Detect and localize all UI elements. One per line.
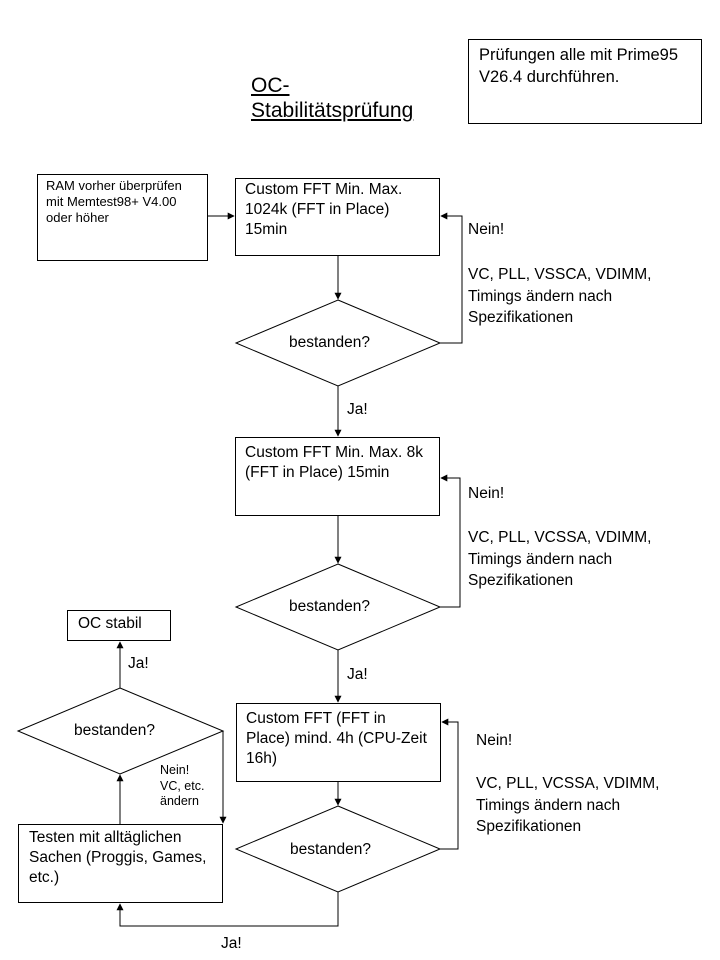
yes-label-3: Ja!	[221, 935, 242, 952]
arrow-decision3-no	[440, 718, 459, 850]
prime95-note-box: Prüfungen alle mit Prime95 V26.4 durchfü…	[468, 39, 702, 124]
final-no-line-2: VC, etc.	[160, 778, 205, 793]
no-label-1: Nein!	[468, 221, 505, 238]
final-no-line-3: ändern	[160, 794, 199, 809]
arrow-decision2-no	[440, 474, 461, 608]
no-action-2-line-1: VC, PLL, VCSSA, VDIMM,	[468, 529, 652, 546]
decision-3-label: bestanden?	[290, 841, 372, 858]
no-action-1-line-3: Spezifikationen	[468, 309, 574, 327]
arrow-decision1-no	[440, 212, 463, 344]
diagram-title: OC- Stabilitätsprüfung	[251, 73, 413, 123]
everyday-test-box: Testen mit alltäglichen Sachen (Proggis,…	[18, 824, 223, 903]
no-action-2: VC, PLL, VCSSA, VDIMM, Timings ändern na…	[468, 527, 651, 592]
oc-stable-box: OC stabil	[67, 610, 171, 641]
no-label-3: Nein!	[476, 732, 513, 749]
final-no-line-1: Nein!	[160, 763, 190, 777]
decision-diamond-4	[16, 687, 225, 775]
ram-check-box: RAM vorher überprüfen mit Memtest98+ V4.…	[37, 174, 208, 261]
no-action-1-line-2: Timings ändern nach	[468, 287, 613, 305]
title-line-2: Stabilitätsprüfung	[251, 99, 414, 123]
no-action-3-line-1: VC, PLL, VCSSA, VDIMM,	[476, 775, 660, 792]
no-action-3-line-2: Timings ändern nach	[476, 796, 621, 814]
no-action-2-line-3: Spezifikationen	[468, 572, 574, 590]
no-action-3: VC, PLL, VCSSA, VDIMM, Timings ändern na…	[476, 773, 659, 838]
yes-label-1: Ja!	[347, 401, 368, 418]
no-action-1: VC, PLL, VSSCA, VDIMM, Timings ändern na…	[468, 264, 651, 329]
step-1024k-box: Custom FFT Min. Max. 1024k (FFT in Place…	[235, 178, 440, 256]
yes-label-2: Ja!	[347, 666, 368, 683]
decision-1-label: bestanden?	[289, 334, 371, 351]
decision-2-label: bestanden?	[289, 598, 371, 615]
title-line-1: OC-	[251, 74, 290, 97]
arrow-decision3-yes	[116, 892, 339, 927]
no-action-1-line-1: VC, PLL, VSSCA, VDIMM,	[468, 266, 652, 283]
final-no-label: Nein! VC, etc. ändern	[160, 763, 204, 810]
no-action-3-line-3: Spezifikationen	[476, 818, 582, 836]
yes-label-final: Ja!	[128, 655, 149, 672]
no-label-2: Nein!	[468, 485, 505, 502]
step-8k-box: Custom FFT Min. Max. 8k (FFT in Place) 1…	[235, 437, 440, 516]
step-4h-box: Custom FFT (FFT in Place) mind. 4h (CPU-…	[236, 703, 441, 782]
decision-4-label: bestanden?	[74, 722, 156, 739]
no-action-2-line-2: Timings ändern nach	[468, 550, 613, 568]
